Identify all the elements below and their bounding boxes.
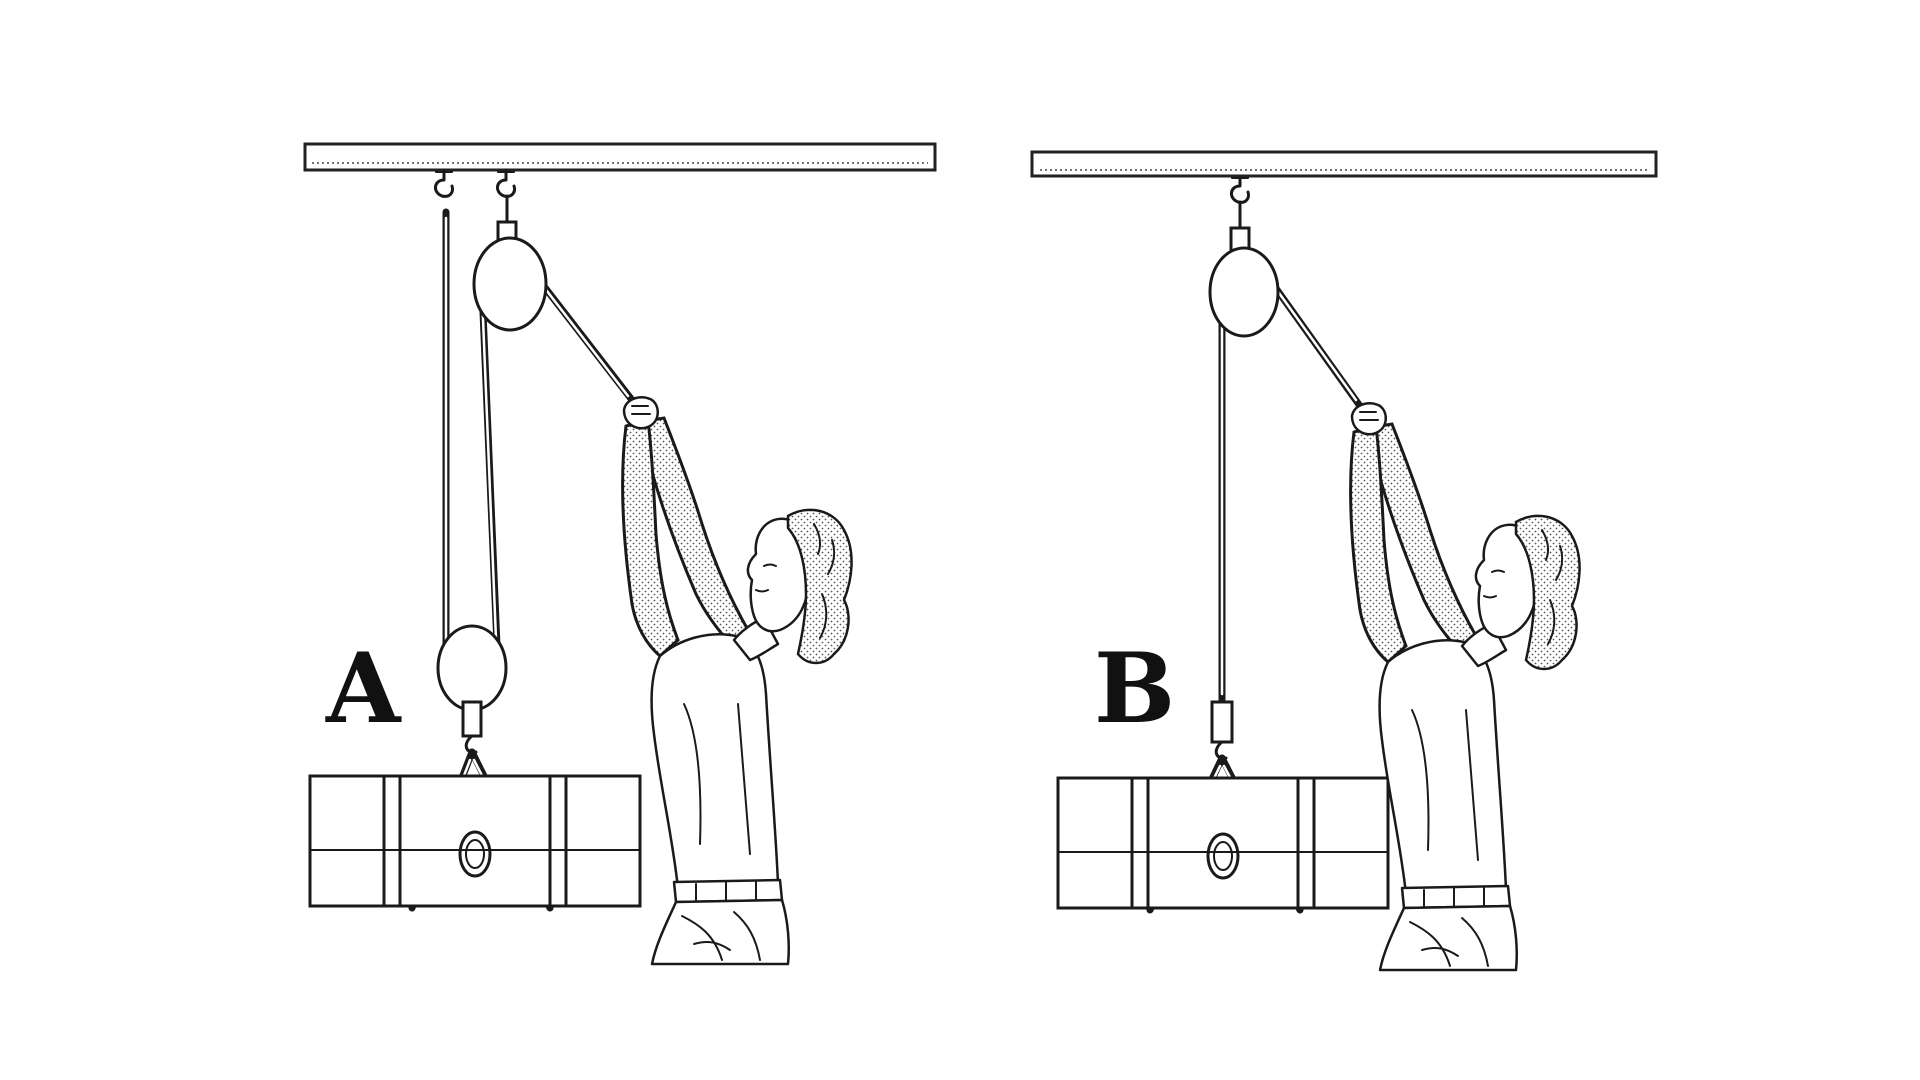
ceiling-beam (303, 142, 937, 172)
panel-a: A (303, 142, 937, 966)
hook-icon (495, 168, 517, 198)
person-pulling-icon (621, 395, 854, 966)
ceiling-beam (1030, 150, 1658, 178)
panel-label-b: B (1094, 632, 1175, 745)
panel-b: B (1030, 150, 1658, 972)
panel-label-a: A (325, 632, 402, 745)
pulley-wheel-icon (436, 624, 508, 754)
pulley-wheel-icon (1208, 200, 1280, 338)
pulley-wheel-icon (472, 194, 548, 332)
load-hook (1210, 700, 1234, 760)
hook-icon (433, 168, 455, 198)
crate-icon (1056, 776, 1390, 910)
crate-icon (308, 774, 642, 908)
hook-icon (1229, 174, 1251, 204)
